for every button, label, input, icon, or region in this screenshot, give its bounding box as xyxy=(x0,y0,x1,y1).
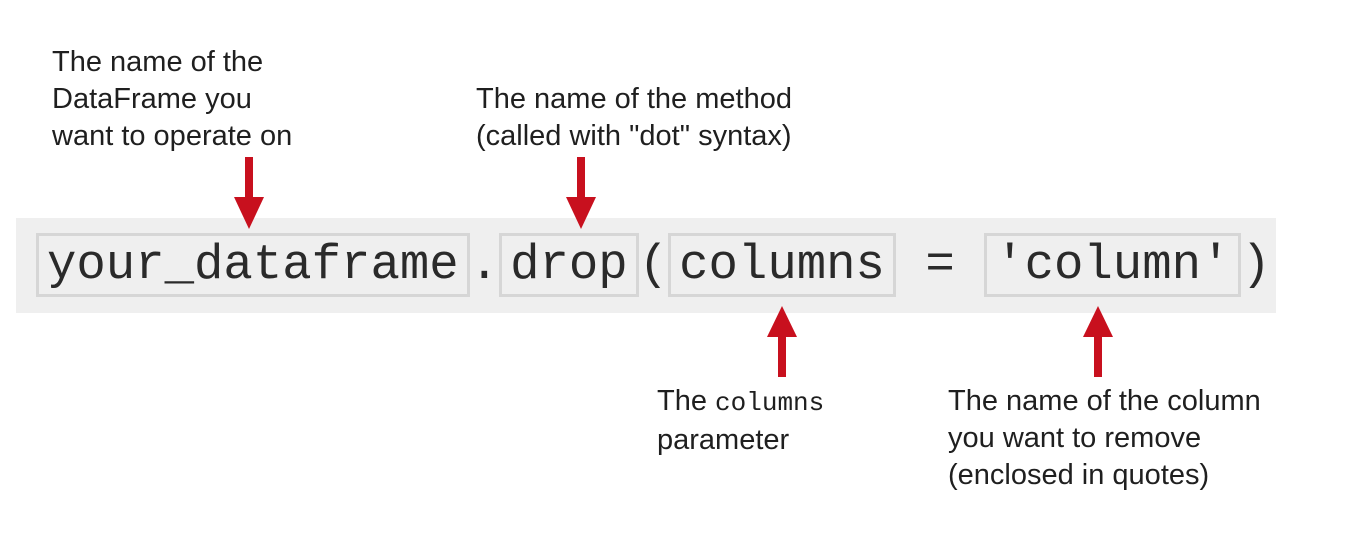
method-annotation-line-2: (called with "dot" syntax) xyxy=(476,120,792,152)
code-dot: . xyxy=(469,237,500,293)
columns-annotation-code: columns xyxy=(715,388,825,418)
arrow-up-columns-icon xyxy=(767,306,797,377)
code-param-token: columns xyxy=(668,233,896,297)
code-equals: = xyxy=(895,237,985,293)
column-name-annotation-line-1: The name of the column xyxy=(948,385,1261,417)
columns-annotation-line-2: parameter xyxy=(657,424,790,456)
method-annotation: The name of the method (called with "dot… xyxy=(476,81,792,155)
column-name-annotation-line-2: you want to remove xyxy=(948,422,1202,454)
code-value-token: 'column' xyxy=(984,233,1242,297)
code-open-paren: ( xyxy=(638,237,669,293)
code-close-paren: ) xyxy=(1241,237,1271,293)
dataframe-annotation-line-3: want to operate on xyxy=(52,120,293,152)
column-name-annotation: The name of the column you want to remov… xyxy=(948,383,1261,494)
code-bar: your_dataframe.drop(columns = 'column') xyxy=(16,218,1276,313)
dataframe-annotation-line-1: The name of the xyxy=(52,46,264,78)
column-name-annotation-line-3: (enclosed in quotes) xyxy=(948,459,1210,491)
dataframe-annotation-line-2: DataFrame you xyxy=(52,83,252,115)
code-line: your_dataframe.drop(columns = 'column') xyxy=(36,232,1271,298)
columns-annotation: The columns parameter xyxy=(657,383,824,459)
arrow-up-column-value-icon xyxy=(1083,306,1113,377)
columns-annotation-prefix: The xyxy=(657,385,716,417)
method-annotation-line-1: The name of the method xyxy=(476,83,792,115)
code-method-token: drop xyxy=(499,233,639,297)
code-dataframe-token: your_dataframe xyxy=(36,233,470,297)
dataframe-annotation: The name of the DataFrame you want to op… xyxy=(52,44,292,155)
columns-annotation-line-1: The columns xyxy=(657,383,824,422)
